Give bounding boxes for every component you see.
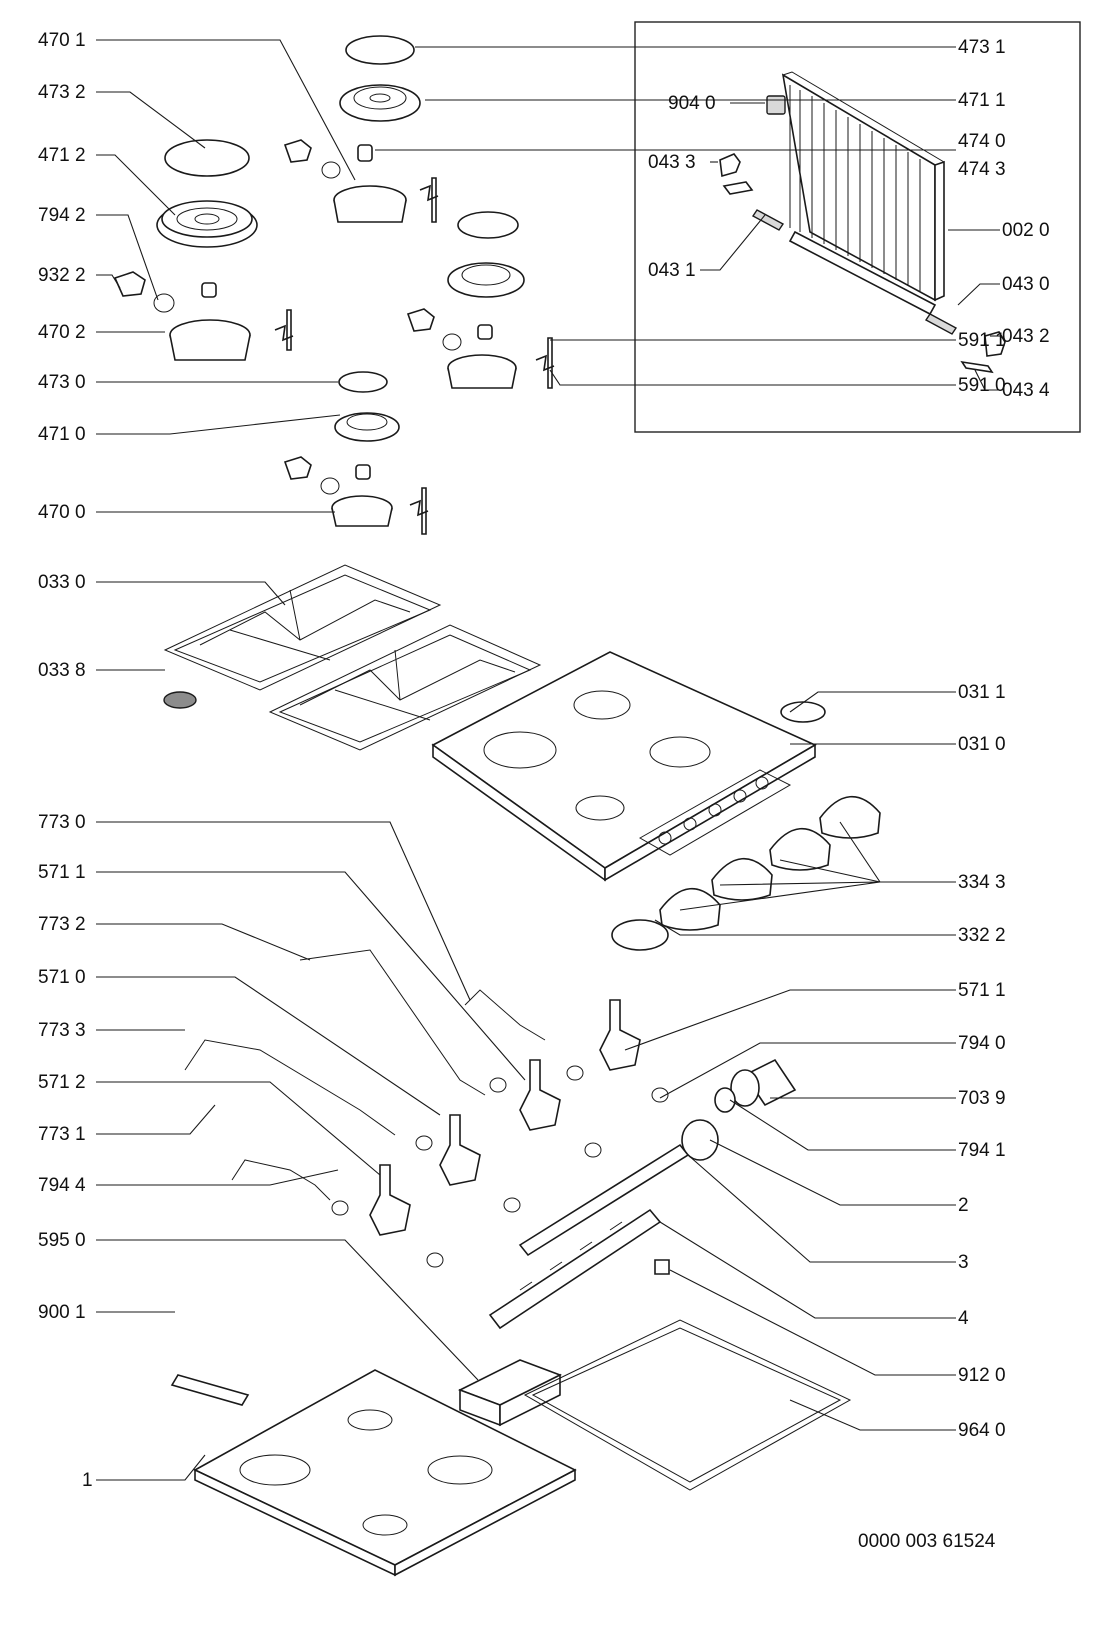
part-number-label: 912 0 xyxy=(958,1365,1006,1386)
lid-parts xyxy=(719,95,1006,374)
pan-support-grates xyxy=(163,564,542,751)
part-number-label: 470 2 xyxy=(38,322,86,343)
part-number-label: 033 0 xyxy=(38,572,86,593)
callout-labels: 470 1 473 2 471 2 794 2 932 2 470 2 473 … xyxy=(38,30,1050,1552)
part-number-label: 043 3 xyxy=(648,152,696,173)
part-number-label: 470 0 xyxy=(38,502,86,523)
part-number-label: 031 1 xyxy=(958,682,1006,703)
part-number-label: 471 2 xyxy=(38,145,86,166)
clip-part xyxy=(170,1374,250,1406)
part-number-label: 334 3 xyxy=(958,872,1006,893)
part-number-label: 773 1 xyxy=(38,1124,86,1145)
part-number-label: 474 3 xyxy=(958,159,1006,180)
burner-head-medium-top xyxy=(339,84,421,122)
part-number-label: 773 3 xyxy=(38,1020,86,1041)
leader-lines xyxy=(96,39,1000,1481)
burner-small xyxy=(283,371,429,535)
burner-medium-right xyxy=(406,211,555,389)
part-number-label: 474 0 xyxy=(958,131,1006,152)
part-number-label: 043 4 xyxy=(1002,380,1050,401)
part-number-label: 031 0 xyxy=(958,734,1006,755)
gasket-part xyxy=(523,1319,852,1491)
lid-glass-panel xyxy=(781,71,945,316)
part-number-label: 595 0 xyxy=(38,1230,86,1251)
lid-hinge-right-part xyxy=(984,331,1006,357)
part-number-label: 794 4 xyxy=(38,1175,86,1196)
part-number-label: 591 1 xyxy=(958,330,1006,351)
part-number-label: 033 8 xyxy=(38,660,86,681)
part-number-label: 794 1 xyxy=(958,1140,1006,1161)
burner-cap-large xyxy=(164,139,250,177)
part-number-label: 571 0 xyxy=(38,967,86,988)
part-number-label: 473 2 xyxy=(38,82,86,103)
part-number-label: 473 1 xyxy=(958,37,1006,58)
part-number-label: 591 0 xyxy=(958,375,1006,396)
burner-large-base xyxy=(113,271,294,361)
part-number-label: 043 2 xyxy=(1002,326,1050,347)
burner-medium-top-base xyxy=(283,139,439,223)
drawing-number: 0000 003 61524 xyxy=(858,1531,996,1552)
part-number-label: 4 xyxy=(958,1308,969,1329)
part-number-label: 571 2 xyxy=(38,1072,86,1093)
lid-spring-left-part xyxy=(751,209,785,231)
burner-head-large xyxy=(156,200,258,248)
part-number-label: 571 1 xyxy=(38,862,86,883)
part-number-label: 2 xyxy=(958,1195,969,1216)
gas-pipes xyxy=(184,949,546,1201)
part-number-label: 473 0 xyxy=(38,372,86,393)
grate-foot-part xyxy=(163,691,197,709)
part-number-label: 002 0 xyxy=(1002,220,1050,241)
part-number-label: 470 1 xyxy=(38,30,86,51)
part-number-label: 794 2 xyxy=(38,205,86,226)
lid-plate-part xyxy=(960,360,994,374)
part-number-label: 773 2 xyxy=(38,914,86,935)
lid-buffer-part xyxy=(766,95,786,115)
part-number-label: 332 2 xyxy=(958,925,1006,946)
part-number-label: 794 0 xyxy=(958,1033,1006,1054)
burner-cap-medium-top xyxy=(345,35,415,65)
part-number-label: 904 0 xyxy=(668,93,716,114)
part-number-label: 900 1 xyxy=(38,1302,86,1323)
part-number-label: 703 9 xyxy=(958,1088,1006,1109)
part-number-label: 471 0 xyxy=(38,424,86,445)
base-tray-part xyxy=(193,1369,577,1577)
part-number-label: 964 0 xyxy=(958,1420,1006,1441)
cooktop-trim-part xyxy=(780,701,826,723)
part-number-label: 043 0 xyxy=(1002,274,1050,295)
ignition-unit-part xyxy=(458,1359,562,1427)
part-number-label: 773 0 xyxy=(38,812,86,833)
part-number-label: 471 1 xyxy=(958,90,1006,111)
part-number-label: 571 1 xyxy=(958,980,1006,1001)
gas-inlet-parts xyxy=(488,1058,797,1330)
lid-inset-frame xyxy=(634,21,1081,433)
lid-spring-right-part xyxy=(924,313,958,335)
control-knobs xyxy=(611,795,881,951)
part-number-label: 1 xyxy=(82,1470,93,1491)
part-number-label: 3 xyxy=(958,1252,969,1273)
cooktop-top xyxy=(431,651,817,882)
part-number-label: 043 1 xyxy=(648,260,696,281)
part-number-label: 932 2 xyxy=(38,265,86,286)
gas-taps xyxy=(331,999,669,1268)
lid-hinge-left-part xyxy=(719,153,754,195)
